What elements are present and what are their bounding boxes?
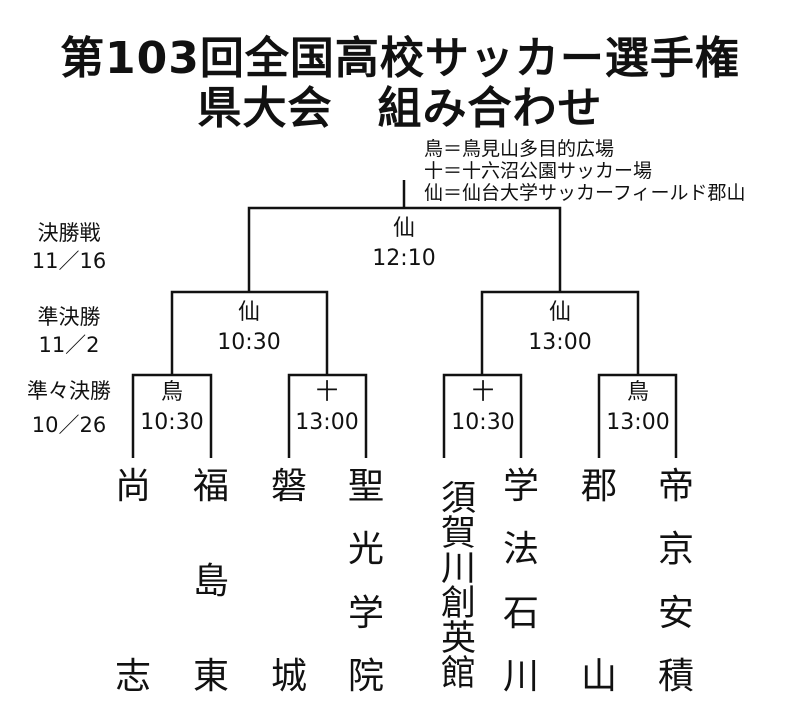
page-title-line2: 県大会 組み合わせ [197, 83, 603, 134]
team-1-char: 志 [114, 656, 151, 697]
semi-right-venue: 仙 [548, 300, 571, 325]
team-6-char: 石 [502, 593, 539, 634]
qf1-venue: 鳥 [160, 380, 183, 405]
team-6-char: 学 [502, 466, 539, 507]
round-semi-label: 準決勝 [37, 305, 101, 329]
qf4-time: 13:00 [606, 410, 670, 435]
bracket-line [247, 206, 562, 292]
team-1-char: 尚 [114, 466, 151, 507]
team-2-char: 島 [192, 561, 229, 602]
qf1-time: 10:30 [140, 410, 204, 435]
team-3-char: 城 [270, 656, 307, 697]
team-8-char: 帝 [657, 466, 694, 507]
bracket-line [131, 373, 213, 458]
team-6-char: 法 [502, 529, 539, 570]
team-6-char: 川 [502, 656, 539, 697]
qf4-venue: 鳥 [626, 380, 649, 405]
qf2-time: 13:00 [295, 410, 359, 435]
qf2-venue: 十 [315, 380, 338, 405]
round-semi-date: 11／2 [38, 333, 100, 357]
team-3-char: 磐 [270, 466, 307, 507]
team-8-char: 積 [657, 656, 694, 697]
round-quarter-label: 準々決勝 [27, 379, 111, 403]
semi-left-time: 10:30 [217, 330, 281, 355]
semi-left-venue: 仙 [237, 300, 260, 325]
qf3-time: 10:30 [451, 410, 515, 435]
venue-legend-1: 鳥＝鳥見山多目的広場 [424, 138, 615, 160]
bracket-line [480, 290, 640, 375]
bracket-line [597, 373, 678, 458]
team-4-char: 院 [347, 656, 384, 697]
semi-right-time: 13:00 [528, 330, 592, 355]
qf3-venue: 十 [471, 380, 494, 405]
team-4-char: 聖 [347, 466, 384, 507]
venue-legend-2: 十＝十六沼公園サッカー場 [424, 160, 653, 182]
bracket-line [287, 373, 368, 458]
team-5-name: 須賀川創英館 [435, 479, 475, 689]
team-8-char: 京 [657, 529, 694, 570]
team-8-char: 安 [657, 593, 694, 634]
team-7-char: 郡 [580, 466, 617, 507]
team-4-char: 光 [347, 529, 384, 570]
venue-legend-3: 仙＝仙台大学サッカーフィールド郡山 [424, 182, 746, 204]
team-7-char: 山 [580, 656, 617, 697]
bracket-line [442, 373, 523, 458]
final-time: 12:10 [372, 246, 436, 271]
final-venue: 仙 [392, 216, 415, 241]
round-quarter-date: 10／26 [31, 413, 107, 437]
team-4-char: 学 [347, 593, 384, 634]
bracket-line [170, 290, 329, 375]
page-title-line1: 第103回全国高校サッカー選手権 [60, 33, 740, 84]
round-final-label: 決勝戦 [37, 221, 101, 245]
round-final-date: 11／16 [31, 249, 107, 273]
team-2-char: 東 [192, 656, 229, 697]
team-2-char: 福 [192, 466, 229, 507]
